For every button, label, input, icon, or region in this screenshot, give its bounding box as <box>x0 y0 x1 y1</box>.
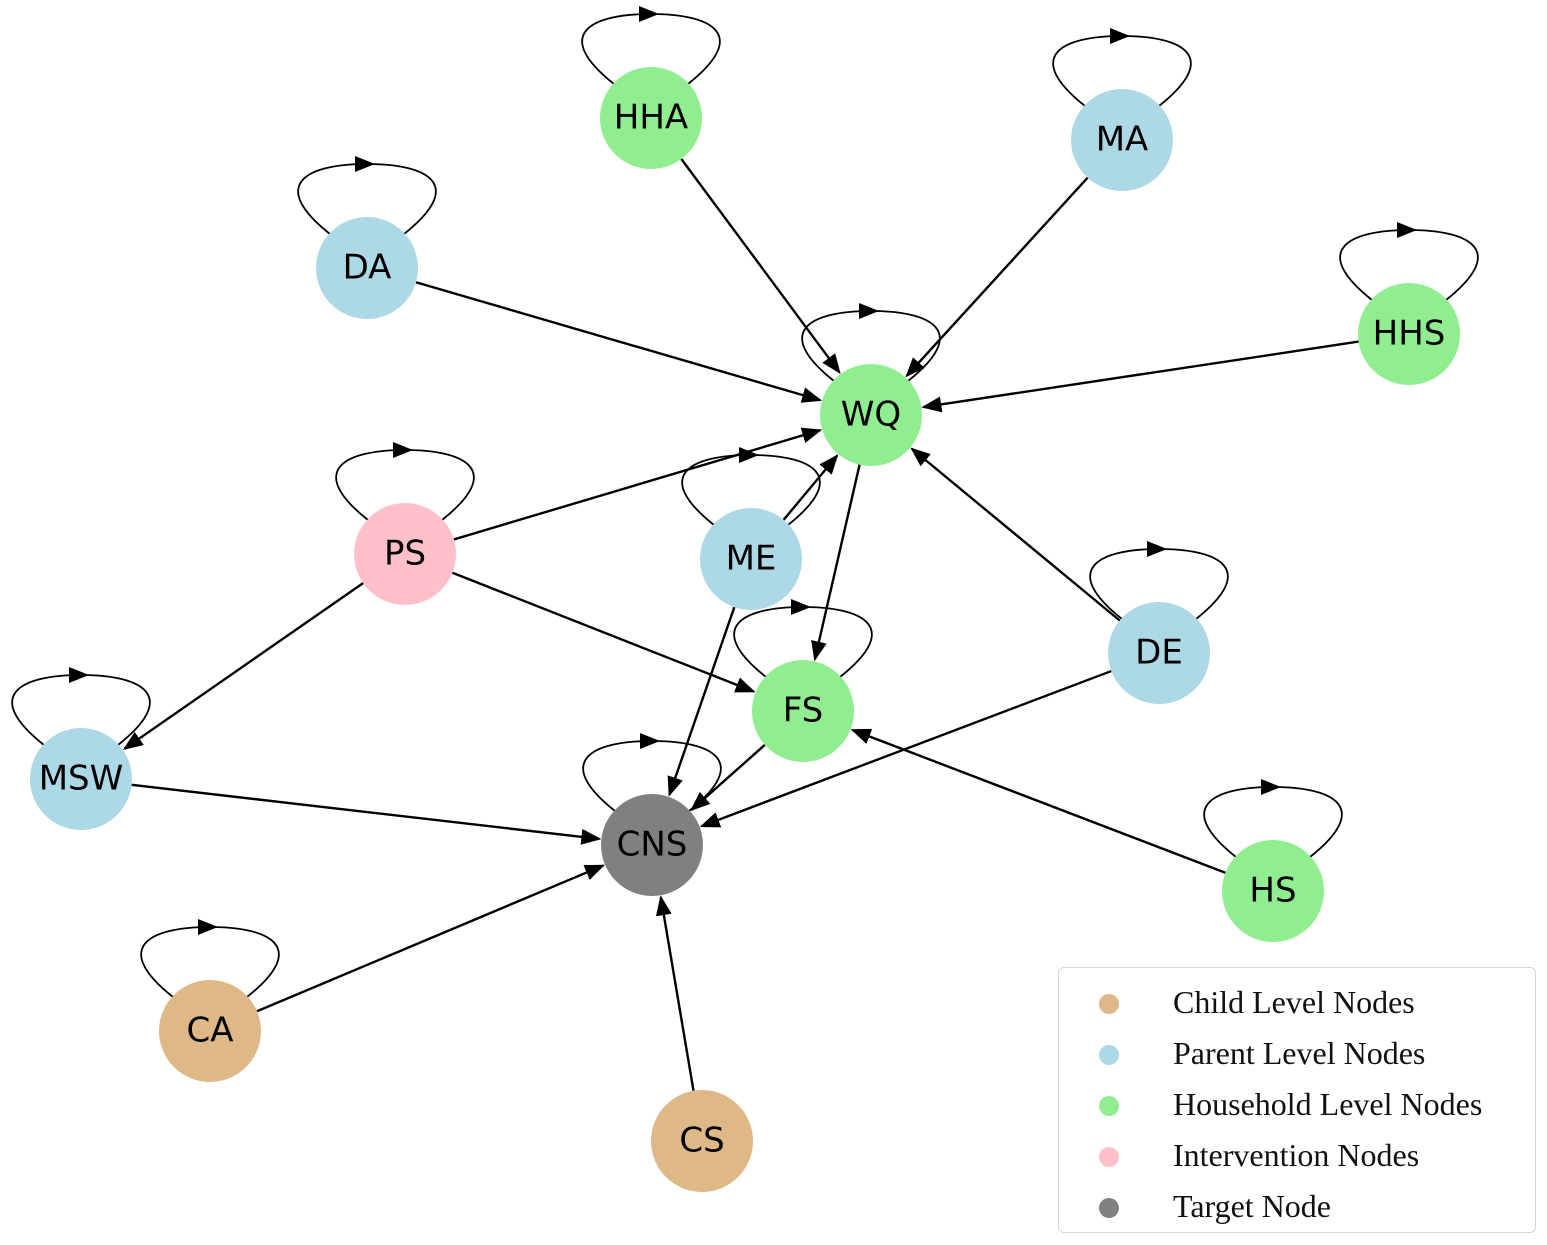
nodes-layer: HHA MA DA HHS WQ PS ME DE FS MSW CNS HS CA CS <box>30 67 1460 1192</box>
self-loop-arrowhead-cns <box>640 733 660 749</box>
node-circle-fs <box>752 660 854 762</box>
node-label-da: DA <box>343 248 392 288</box>
edge-me-to-cns <box>667 606 736 797</box>
node-label-cns: CNS <box>617 825 688 865</box>
node-wq: WQ <box>820 364 922 466</box>
legend-label-intervention: Intervention Nodes <box>1173 1137 1420 1173</box>
legend-item-child: Child Level Nodes <box>1059 976 1535 1020</box>
self-loop-arrowhead-wq <box>859 303 879 319</box>
self-loop-arrowhead-hha <box>639 6 659 22</box>
node-de: DE <box>1108 602 1210 704</box>
node-label-wq: WQ <box>841 395 901 435</box>
edge-fs-to-cns <box>690 743 766 812</box>
node-circle-cns <box>601 794 703 896</box>
legend: Child Level Nodes Parent Level Nodes Hou… <box>1058 967 1536 1233</box>
edge-hha-to-wq <box>680 158 841 375</box>
edge-de-to-wq <box>910 447 1121 622</box>
edge-msw-to-cns <box>131 783 602 845</box>
legend-label-target: Target Node <box>1173 1188 1331 1224</box>
node-circle-cs <box>651 1090 753 1192</box>
legend-marker-household <box>1099 1096 1119 1116</box>
self-loop-arrowhead-ca <box>198 919 218 935</box>
self-loop-arrowhead-da <box>355 156 375 172</box>
edge-hhs-to-wq <box>921 340 1359 413</box>
self-loop-arrowhead-ma <box>1110 28 1130 44</box>
legend-item-household: Household Level Nodes <box>1059 1078 1535 1122</box>
legend-item-target: Target Node <box>1059 1180 1535 1224</box>
legend-item-parent: Parent Level Nodes <box>1059 1027 1535 1071</box>
node-circle-msw <box>30 728 132 830</box>
node-hs: HS <box>1222 840 1324 942</box>
self-loop-arrowhead-ps <box>393 442 413 458</box>
node-circle-me <box>700 508 802 610</box>
legend-item-intervention: Intervention Nodes <box>1059 1129 1535 1173</box>
node-circle-hha <box>600 67 702 169</box>
node-fs: FS <box>752 660 854 762</box>
node-circle-da <box>316 217 418 319</box>
edge-da-to-wq <box>415 281 823 403</box>
node-circle-hs <box>1222 840 1324 942</box>
node-da: DA <box>316 217 418 319</box>
edge-ps-to-fs <box>452 571 756 693</box>
edge-wq-to-fs <box>811 464 861 662</box>
node-circle-ps <box>354 503 456 605</box>
edge-hs-to-fs <box>850 728 1226 874</box>
node-circle-ca <box>159 980 261 1082</box>
edge-me-to-wq <box>782 454 839 521</box>
edge-de-to-cns <box>699 669 1112 828</box>
node-cs: CS <box>651 1090 753 1192</box>
edge-ps-to-wq <box>453 427 823 541</box>
edges-layer <box>122 158 1359 1091</box>
node-circle-wq <box>820 364 922 466</box>
node-label-cs: CS <box>679 1121 724 1161</box>
node-circle-de <box>1108 602 1210 704</box>
node-msw: MSW <box>30 728 132 830</box>
node-hhs: HHS <box>1358 283 1460 385</box>
node-circle-hhs <box>1358 283 1460 385</box>
self-loops-layer <box>11 6 1479 998</box>
node-label-me: ME <box>726 539 777 579</box>
edge-ma-to-wq <box>905 176 1089 378</box>
node-label-hs: HS <box>1249 871 1296 911</box>
node-label-fs: FS <box>783 691 824 731</box>
self-loop-arrowhead-de <box>1147 541 1167 557</box>
node-cns: CNS <box>601 794 703 896</box>
node-ca: CA <box>159 980 261 1082</box>
node-label-hhs: HHS <box>1373 314 1446 354</box>
self-loop-arrowhead-msw <box>69 667 89 683</box>
legend-marker-intervention <box>1099 1147 1119 1167</box>
self-loop-arrowhead-hs <box>1261 779 1281 795</box>
self-loop-arrowhead-me <box>739 447 759 463</box>
legend-label-household: Household Level Nodes <box>1173 1086 1483 1122</box>
edge-ps-to-msw <box>122 582 364 750</box>
self-loop-arrowhead-fs <box>791 599 811 615</box>
legend-marker-target <box>1099 1198 1119 1218</box>
node-label-hha: HHA <box>614 98 688 138</box>
node-label-msw: MSW <box>39 759 124 799</box>
legend-marker-parent <box>1099 1045 1119 1065</box>
node-me: ME <box>700 508 802 610</box>
node-label-ps: PS <box>384 534 426 574</box>
legend-label-child: Child Level Nodes <box>1173 984 1415 1020</box>
node-circle-ma <box>1071 89 1173 191</box>
legend-label-parent: Parent Level Nodes <box>1173 1035 1426 1071</box>
node-label-de: DE <box>1135 633 1183 673</box>
edge-cs-to-cns <box>655 895 695 1091</box>
legend-marker-child <box>1099 994 1119 1014</box>
node-label-ca: CA <box>187 1011 234 1051</box>
node-hha: HHA <box>600 67 702 169</box>
node-ma: MA <box>1071 89 1173 191</box>
node-label-ma: MA <box>1096 120 1149 160</box>
edge-ca-to-cns <box>256 864 605 1013</box>
self-loop-arrowhead-hhs <box>1397 222 1417 238</box>
node-ps: PS <box>354 503 456 605</box>
